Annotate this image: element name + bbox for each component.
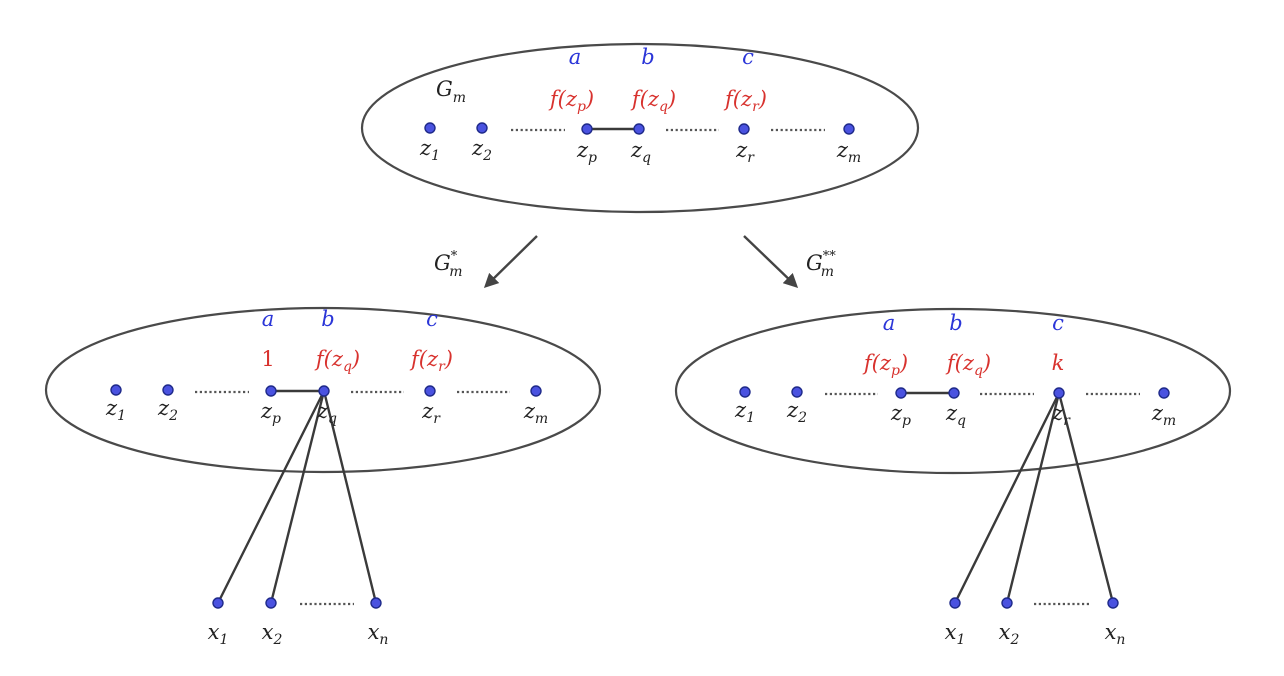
left-node-z2 [162,384,174,396]
right-node-x2 [1001,597,1013,609]
left-node-zp [265,385,277,397]
right-value-r: k [1052,351,1065,375]
top-node-z1 [424,122,436,134]
right-graph: a b c f(zp) f(zq) k z1 z2 zp zq zr zm x1… [674,307,1232,648]
right-label-c: c [1052,311,1064,335]
top-node-label-z2: z2 [471,136,492,164]
right-node-zp [895,387,907,399]
left-node-label-z2: z2 [157,396,178,424]
left-label-c: c [426,307,438,331]
arrow-left-label: G*m [434,249,463,280]
left-node-label-z1: z1 [105,396,126,424]
right-value-q: f(zq) [945,351,991,379]
top-graph-name: Gm [436,77,466,106]
left-node-label-zm: zm [523,399,548,427]
top-label-a: a [569,45,582,69]
right-node-zq [948,387,960,399]
left-node-x2 [265,597,277,609]
right-node-zr [1053,387,1065,399]
left-node-xn [370,597,382,609]
top-label-b: b [641,45,654,69]
top-node-label-zr: zr [735,138,755,166]
left-node-label-xn: xn [368,620,389,648]
left-value-q: f(zq) [314,347,360,375]
top-node-zm [843,123,855,135]
right-node-label-zq: zq [945,401,966,429]
top-node-label-z1: z1 [419,136,440,164]
top-node-zp [581,123,593,135]
right-node-label-z2: z2 [786,398,807,426]
left-node-label-x2: x2 [262,620,283,648]
left-label-b: b [321,307,334,331]
right-node-xn [1107,597,1119,609]
right-node-x1 [949,597,961,609]
top-node-zr [738,123,750,135]
right-graph-boundary [674,307,1232,475]
right-node-label-x1: x1 [945,620,966,648]
right-label-b: b [949,311,962,335]
right-node-label-zm: zm [1151,401,1176,429]
left-node-label-zp: zp [260,399,281,427]
right-node-z2 [791,386,803,398]
arrow-left [483,235,538,289]
left-label-a: a [262,307,275,331]
left-edge-zq-x1 [216,389,326,605]
left-node-zq [318,385,330,397]
right-node-label-zp: zp [890,401,911,429]
arrow-right-label: G**m [806,249,836,280]
arrow-right [743,235,799,288]
top-graph: Gm a b c f(zp) f(zq) f(zr) z1 z2 zp zq z… [360,42,920,214]
right-node-z1 [739,386,751,398]
left-node-zm [530,385,542,397]
left-node-label-zq: zq [316,399,337,427]
left-graph: a b c 1 f(zq) f(zr) z1 z2 zp zq zr zm x1… [44,306,602,648]
top-label-c: c [742,45,754,69]
right-edge-zr-xn [1057,391,1115,605]
right-node-label-xn: xn [1105,620,1126,648]
left-node-label-zr: zr [421,399,441,427]
right-node-label-z1: z1 [734,398,755,426]
left-node-zr [424,385,436,397]
right-node-zm [1158,387,1170,399]
right-edge-zr-x2 [1005,391,1061,605]
top-value-q: f(zq) [630,87,676,115]
left-edge-zq-x2 [269,389,326,605]
top-node-z2 [476,122,488,134]
top-node-label-zq: zq [630,138,651,166]
top-graph-boundary [360,42,920,214]
top-node-label-zp: zp [576,138,597,166]
right-value-p: f(zp) [862,351,908,379]
right-edge-zr-x1 [953,391,1061,605]
left-value-r: f(zr) [409,347,453,375]
arrows: G*m G**m [434,235,836,289]
top-node-label-zm: zm [836,138,861,166]
left-edge-zq-xn [322,389,378,605]
right-node-label-zr: zr [1051,401,1071,429]
right-node-label-x2: x2 [999,620,1020,648]
left-node-x1 [212,597,224,609]
left-node-label-x1: x1 [208,620,229,648]
left-graph-boundary [44,306,602,474]
top-value-r: f(zr) [723,87,767,115]
top-node-zq [633,123,645,135]
left-value-p: 1 [261,347,274,371]
top-value-p: f(zp) [548,87,594,115]
right-label-a: a [883,311,896,335]
left-node-z1 [110,384,122,396]
